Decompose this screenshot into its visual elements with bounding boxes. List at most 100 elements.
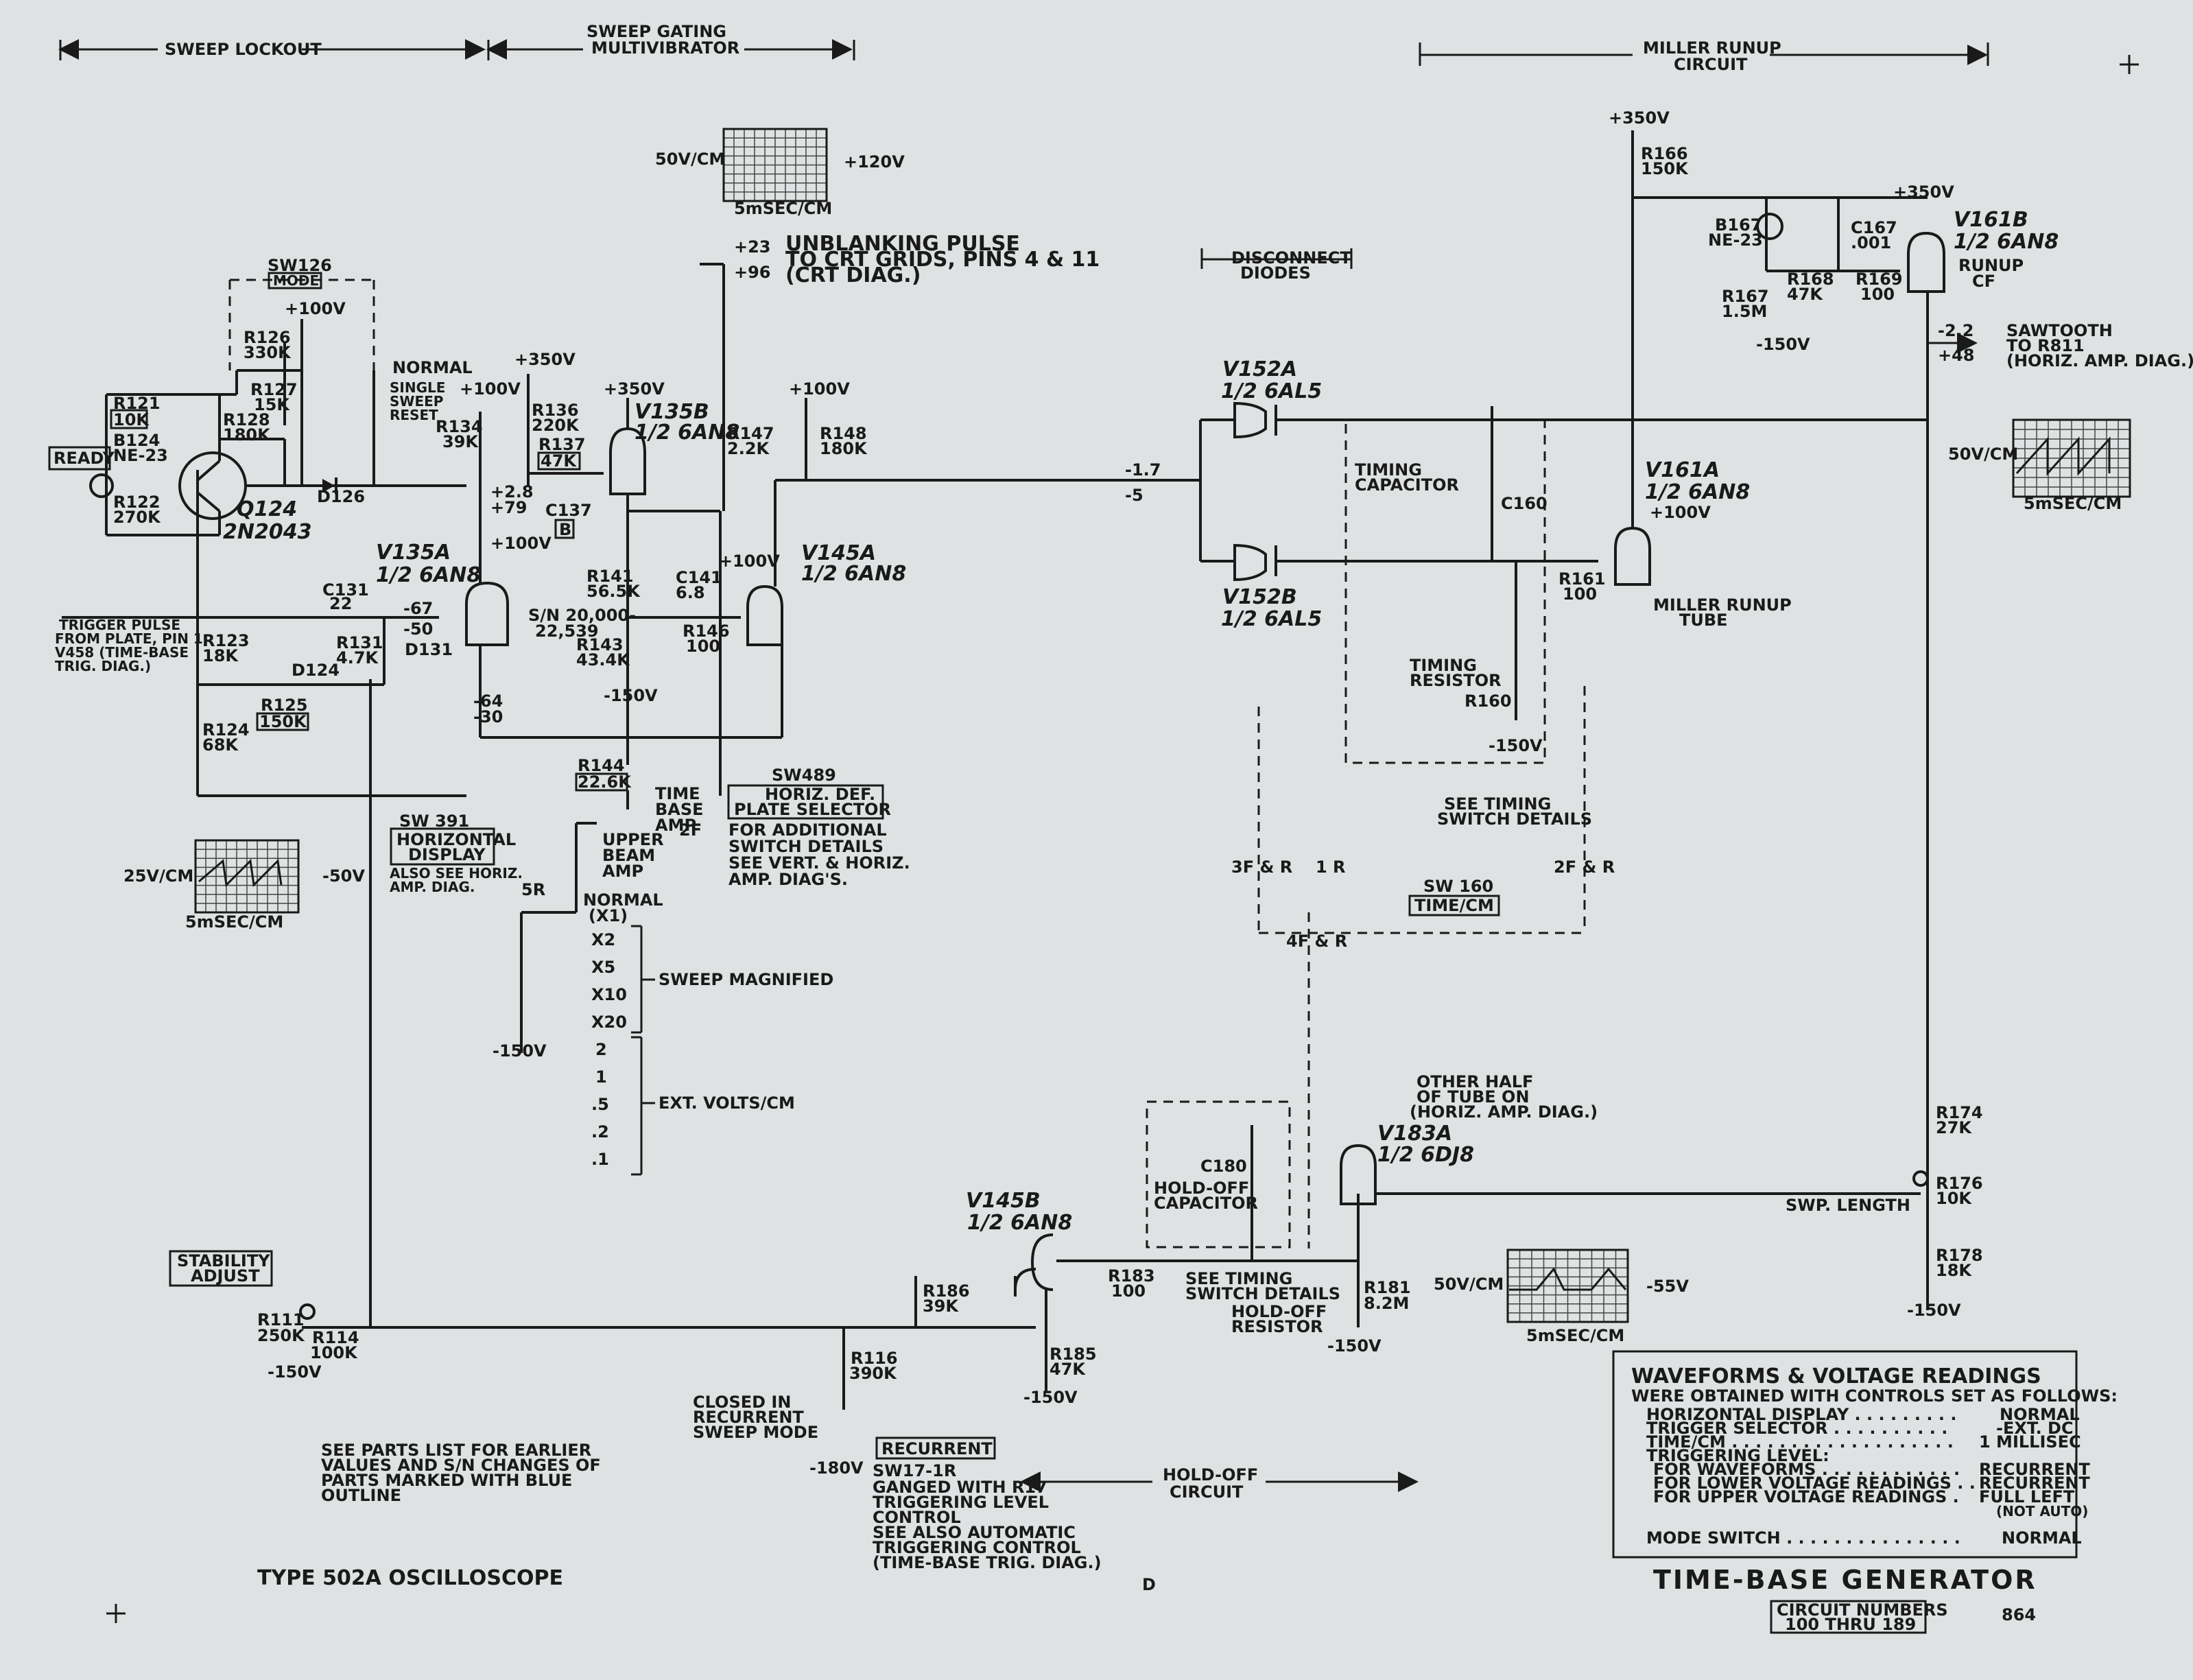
svg-text:TRIG. DIAG.): TRIG. DIAG.)	[55, 658, 151, 674]
svg-text:-150V: -150V	[268, 1362, 322, 1382]
svg-text:VALUES AND S/N CHANGES OF: VALUES AND S/N CHANGES OF	[321, 1456, 601, 1475]
svg-text:6.8: 6.8	[676, 583, 705, 602]
svg-text:100K: 100K	[310, 1343, 358, 1362]
svg-text:SWITCH DETAILS: SWITCH DETAILS	[1185, 1284, 1340, 1303]
svg-text:X2: X2	[591, 930, 615, 949]
svg-text:.2: .2	[591, 1122, 609, 1141]
svg-text:R134: R134	[436, 417, 483, 436]
svg-text:1/2 6DJ8: 1/2 6DJ8	[1377, 1143, 1474, 1167]
svg-text:+350V: +350V	[1609, 108, 1670, 128]
svg-text:STABILITY: STABILITY	[177, 1251, 270, 1270]
label-gating-2: MULTIVIBRATOR	[591, 38, 739, 58]
svg-text:C160: C160	[1501, 494, 1548, 513]
svg-text:MODE: MODE	[273, 272, 319, 289]
svg-text:V152A: V152A	[1222, 357, 1297, 381]
svg-text:ADJUST: ADJUST	[191, 1266, 260, 1286]
svg-text:SEE TIMING: SEE TIMING	[1444, 794, 1551, 814]
svg-text:B124: B124	[113, 431, 160, 450]
svg-text:RESET: RESET	[390, 407, 438, 423]
svg-text:TO CRT GRIDS, PINS 4 & 11: TO CRT GRIDS, PINS 4 & 11	[785, 248, 1100, 272]
svg-text:+100V: +100V	[719, 552, 780, 571]
svg-text:C131: C131	[322, 580, 369, 600]
svg-text:WERE OBTAINED WITH CONTROLS SE: WERE OBTAINED WITH CONTROLS SET AS FOLLO…	[1631, 1386, 2118, 1406]
scope-left: 25V/CM 5mSEC/CM -50V	[123, 839, 365, 932]
svg-text:TIME/CM . . . . . . . . . . .: TIME/CM . . . . . . . . . . . . . . . . …	[1646, 1432, 1954, 1452]
svg-text:+100V: +100V	[490, 534, 552, 553]
svg-text:V135A: V135A	[376, 541, 451, 565]
svg-text:ALSO SEE HORIZ.: ALSO SEE HORIZ.	[390, 865, 523, 882]
ready-box-label: READY	[54, 449, 115, 468]
svg-text:V135B: V135B	[635, 400, 709, 424]
svg-text:R167: R167	[1722, 287, 1769, 306]
svg-text:100: 100	[1563, 584, 1597, 604]
svg-text:NORMAL: NORMAL	[392, 358, 473, 377]
svg-text:R125: R125	[261, 696, 308, 715]
svg-text:+23: +23	[734, 237, 771, 257]
svg-text:8.2M: 8.2M	[1364, 1294, 1409, 1313]
svg-text:R127: R127	[250, 380, 298, 399]
svg-text:1.5M: 1.5M	[1722, 302, 1767, 321]
svg-text:SEE PARTS LIST FOR EARLIER: SEE PARTS LIST FOR EARLIER	[321, 1441, 591, 1460]
svg-text:V161B: V161B	[1954, 208, 2028, 232]
svg-text:RECURRENT: RECURRENT	[1979, 1460, 2090, 1479]
label-holdoff-2: CIRCUIT	[1170, 1482, 1244, 1502]
svg-text:OUTLINE: OUTLINE	[321, 1486, 401, 1505]
svg-text:TRIGGERING CONTROL: TRIGGERING CONTROL	[873, 1538, 1081, 1557]
svg-text:SEE TIMING: SEE TIMING	[1185, 1269, 1292, 1288]
svg-text:V152B: V152B	[1222, 585, 1297, 609]
svg-text:UNBLANKING PULSE: UNBLANKING PULSE	[785, 232, 1020, 256]
svg-text:390K: 390K	[849, 1364, 897, 1383]
svg-text:10K: 10K	[1936, 1189, 1972, 1208]
svg-text:RECURRENT: RECURRENT	[693, 1408, 804, 1427]
svg-text:SWP. LENGTH: SWP. LENGTH	[1786, 1196, 1910, 1215]
svg-text:1/2 6AN8: 1/2 6AN8	[967, 1211, 1072, 1235]
svg-text:50V/CM: 50V/CM	[1434, 1275, 1504, 1294]
svg-text:R186: R186	[923, 1281, 970, 1301]
svg-text:SAWTOOTH: SAWTOOTH	[2006, 321, 2113, 340]
svg-text:-150V: -150V	[1023, 1388, 1078, 1407]
svg-text:-55V: -55V	[1646, 1277, 1689, 1296]
svg-text:22.6K: 22.6K	[578, 772, 632, 792]
svg-text:(CRT DIAG.): (CRT DIAG.)	[785, 263, 921, 287]
svg-text:-150V: -150V	[1327, 1336, 1382, 1356]
svg-text:.1: .1	[591, 1150, 609, 1169]
svg-text:5mSEC/CM: 5mSEC/CM	[734, 199, 832, 218]
svg-text:27K: 27K	[1936, 1118, 1972, 1137]
svg-text:R124: R124	[202, 720, 250, 740]
label-disconnect-1: DISCONNECT	[1231, 248, 1351, 268]
svg-text:150K: 150K	[1641, 159, 1689, 178]
svg-text:R160: R160	[1465, 691, 1512, 711]
svg-text:18K: 18K	[1936, 1261, 1972, 1280]
svg-text:R178: R178	[1936, 1246, 1983, 1265]
svg-text:5mSEC/CM: 5mSEC/CM	[2024, 494, 2122, 513]
svg-text:2F: 2F	[679, 820, 702, 840]
display-switch-area: R144 22.6K TIME BASE AMP UPPER BEAM AMP …	[390, 737, 910, 1176]
svg-text:+350V: +350V	[604, 379, 665, 399]
svg-text:68K: 68K	[202, 735, 239, 755]
svg-text:+100V: +100V	[285, 299, 346, 318]
svg-text:RESISTOR: RESISTOR	[1410, 671, 1502, 690]
svg-text:NORMAL: NORMAL	[2002, 1528, 2082, 1548]
v183a-cathode-follower: V183A 1/2 6DJ8 OTHER HALF OF TUBE ON (HO…	[1340, 1072, 1929, 1215]
label-disconnect-2: DIODES	[1240, 263, 1311, 283]
svg-text:+79: +79	[490, 498, 527, 517]
svg-text:D124: D124	[292, 661, 340, 680]
svg-text:-150V: -150V	[604, 686, 658, 705]
svg-text:X20: X20	[591, 1013, 627, 1032]
svg-text:HORIZONTAL: HORIZONTAL	[396, 830, 516, 849]
svg-text:R146: R146	[683, 622, 730, 641]
svg-text:RESISTOR: RESISTOR	[1231, 1317, 1323, 1336]
svg-text:R123: R123	[202, 631, 250, 650]
svg-text:2.2K: 2.2K	[727, 439, 770, 458]
svg-text:TRIGGER PULSE: TRIGGER PULSE	[59, 617, 180, 633]
svg-text:D: D	[1142, 1575, 1156, 1594]
readings-legend: WAVEFORMS & VOLTAGE READINGS WERE OBTAIN…	[1612, 1350, 2118, 1559]
svg-text:R137: R137	[538, 435, 586, 454]
miller-runup-circuit: -1.7 -5 V152A 1/2 6AL5 V152B 1/2 6AL5 TI…	[1125, 108, 2193, 1320]
svg-text:R116: R116	[851, 1349, 898, 1368]
svg-text:(X1): (X1)	[589, 906, 628, 925]
svg-text:CONTROL: CONTROL	[873, 1508, 961, 1527]
svg-text:-150V: -150V	[1756, 335, 1810, 354]
svg-text:TIMING: TIMING	[1355, 460, 1422, 480]
